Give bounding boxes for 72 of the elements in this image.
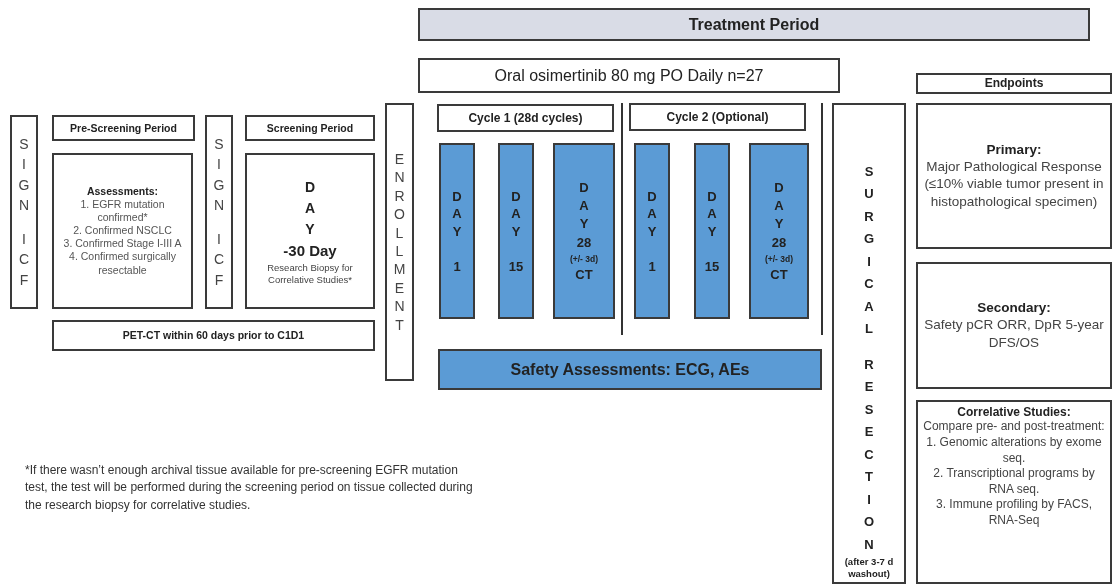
- box-text: Primary:: [986, 141, 1042, 158]
- box-text: -30 Day: [283, 242, 337, 261]
- text-box: [245, 115, 375, 141]
- box-text: Compare pre- and post-treatment:: [923, 419, 1105, 435]
- day-box: [553, 143, 615, 319]
- text-box: [10, 115, 38, 309]
- box-text: Correlative Studies:: [957, 405, 1071, 420]
- box-text: CT: [770, 266, 788, 283]
- box-text: (after 3-7 d washout): [843, 556, 895, 579]
- box-text: 2. Transcriptional programs by RNA seq.: [932, 466, 1096, 498]
- text-box: [916, 262, 1112, 389]
- text-box: [629, 103, 806, 131]
- text-box: [205, 115, 233, 309]
- box-text: (+/- 3d): [569, 253, 599, 264]
- text-box: [437, 104, 614, 132]
- text-box: [52, 320, 375, 351]
- box-text: 4. Confirmed surgically resectable: [68, 250, 177, 277]
- box-text: 3. Confirmed Stage I-III A: [63, 237, 182, 251]
- vertical-text: SIGN ICF: [18, 134, 30, 290]
- text-box: [916, 400, 1112, 584]
- box-text: 1: [648, 258, 656, 275]
- vertical-text: DAY: [707, 187, 717, 241]
- box-text: Cycle 1 (28d cycles): [468, 110, 583, 126]
- box-text: PET-CT within 60 days prior to C1D1: [122, 329, 305, 342]
- day-box: [438, 349, 822, 390]
- box-text: Screening Period: [266, 121, 354, 135]
- box-text: 28: [771, 235, 787, 251]
- day-box: [694, 143, 730, 319]
- vertical-text: SIGN ICF: [213, 134, 225, 290]
- box-text: Safety Assessments: ECG, AEs: [510, 359, 750, 380]
- text-box: [832, 103, 906, 584]
- day-box: [749, 143, 809, 319]
- box-text: Secondary:: [977, 299, 1051, 317]
- box-text: Assessments:: [86, 185, 159, 198]
- box-text: Endpoints: [984, 76, 1044, 91]
- vertical-text: DAY: [511, 187, 521, 241]
- period-header-box: [418, 8, 1090, 41]
- footnote-text: *If there wasn’t enough archival tissue available for pre-screening EGFR mutation test, the test will be performed during the screening period on tissue collected during the research biopsy for correlative studies.: [25, 462, 474, 514]
- text-box: [916, 73, 1112, 94]
- box-text: Safety pCR ORR, DpR 5-year DFS/OS: [923, 316, 1105, 352]
- box-text: Cycle 2 (Optional): [666, 109, 769, 125]
- vertical-text: DAY: [774, 179, 784, 233]
- text-box: [385, 103, 414, 381]
- box-text: 15: [704, 258, 720, 275]
- box-text: 15: [508, 258, 524, 275]
- vertical-text: DAY: [452, 187, 462, 241]
- day-box: [498, 143, 534, 319]
- vertical-text: ENROLLMENT: [393, 149, 406, 335]
- box-text: 28: [576, 235, 592, 251]
- box-text: (+/- 3d): [764, 253, 794, 264]
- box-text: 1: [453, 258, 461, 275]
- box-text: 1. EGFR mutation confirmed*: [79, 197, 166, 225]
- box-text: 1. Genomic alterations by exome seq.: [925, 435, 1103, 467]
- box-text: Treatment Period: [688, 14, 820, 35]
- vertical-text: DAY: [647, 187, 657, 241]
- box-text: Oral osimertinib 80 mg PO Daily n=27: [494, 65, 764, 86]
- vertical-text: DAY: [579, 179, 589, 233]
- day-box: [634, 143, 670, 319]
- text-box: [916, 103, 1112, 249]
- box-text: Research Biopsy for Correlative Studies*: [266, 262, 354, 285]
- text-box: [52, 115, 195, 141]
- box-text: CT: [575, 266, 593, 283]
- box-text: 3. Immune profiling by FACS, RNA-Seq: [934, 497, 1094, 529]
- box-text: Pre-Screening Period: [70, 121, 177, 135]
- box-text: Major Pathological Response (≤10% viable tumor present in histopathological specimen): [923, 157, 1105, 211]
- box-text: 2. Confirmed NSCLC: [73, 224, 172, 238]
- vertical-text: DAY: [304, 178, 316, 240]
- text-box: [418, 58, 840, 93]
- vertical-text: SURGICAL RESECTION: [863, 163, 875, 554]
- text-box: [52, 153, 193, 309]
- text-box: [245, 153, 375, 309]
- day-box: [439, 143, 475, 319]
